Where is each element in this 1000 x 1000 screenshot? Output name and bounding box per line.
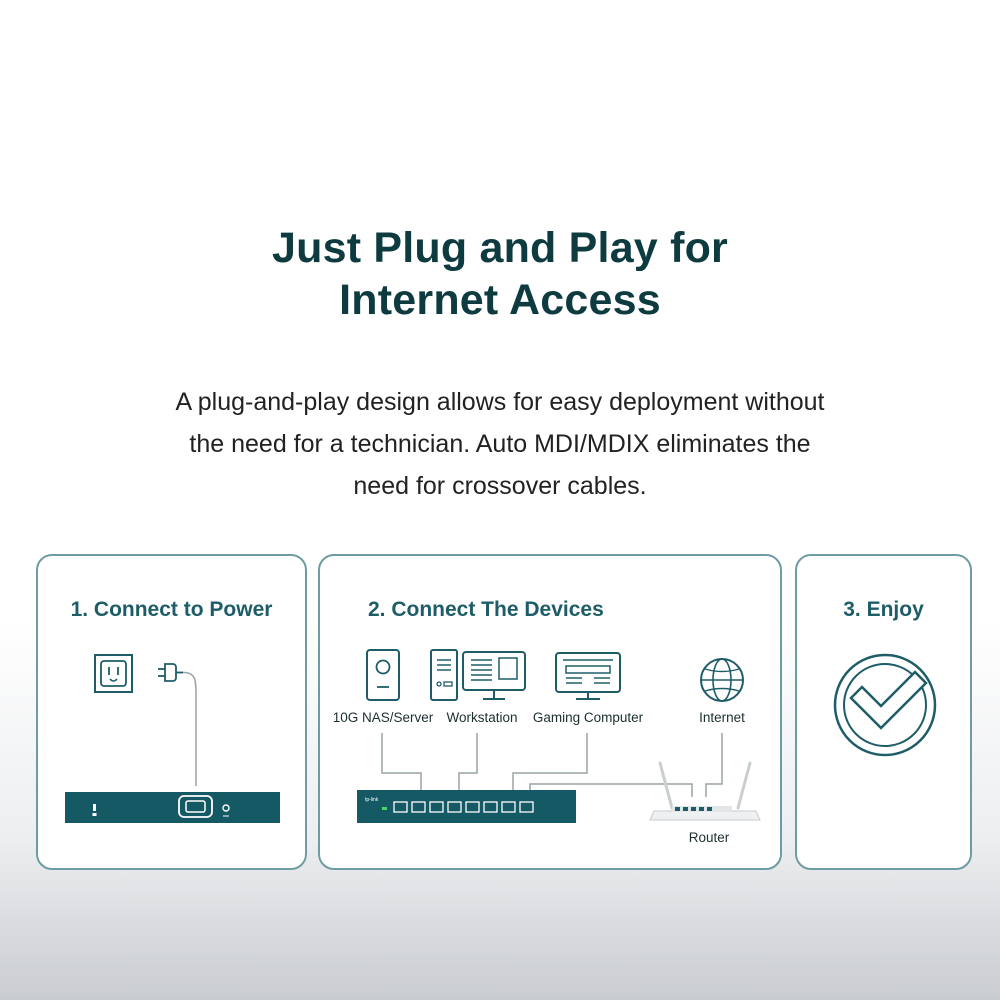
device-label-gaming-computer: Gaming Computer — [532, 710, 644, 725]
headline-line-2: Internet Access — [339, 276, 661, 324]
nas-server-icon — [366, 649, 400, 701]
description-line-3: need for crossover cables. — [353, 472, 647, 500]
router-icon — [649, 806, 761, 821]
globe-icon — [700, 658, 744, 702]
switch-rear-panel — [65, 792, 280, 823]
devices-illustration: tp-link — [357, 649, 761, 823]
power-cord — [182, 671, 197, 786]
router-label: Router — [688, 830, 730, 845]
gaming-computer-icon — [555, 652, 621, 700]
workstation-icon — [430, 649, 526, 701]
power-illustration — [65, 654, 280, 823]
step-1-title: 1. Connect to Power — [70, 598, 273, 621]
switch-ports — [393, 801, 534, 813]
step-connect-power-card: 1. Connect to Power — [36, 554, 307, 870]
step-2-title: 2. Connect The Devices — [368, 598, 604, 621]
ethernet-cables — [381, 733, 723, 797]
step-connect-devices-card: 2. Connect The Devices — [318, 554, 782, 870]
description-line-1: A plug-and-play design allows for easy d… — [175, 388, 825, 416]
headline-line-1: Just Plug and Play for — [272, 224, 728, 272]
wall-outlet-icon — [94, 654, 133, 693]
device-label-nas: 10G NAS/Server — [332, 710, 434, 725]
switch-brand: tp-link — [365, 797, 379, 803]
device-label-workstation: Workstation — [446, 710, 518, 725]
step-enjoy-card: 3. Enjoy — [795, 554, 972, 870]
step-3-title: 3. Enjoy — [843, 598, 924, 621]
description: A plug-and-play design allows for easy d… — [100, 381, 900, 507]
router-antennas — [658, 761, 752, 810]
device-label-internet: Internet — [699, 710, 745, 725]
description-line-2: the need for a technician. Auto MDI/MDIX… — [189, 430, 811, 458]
power-plug-icon — [158, 663, 183, 682]
checkmark-circle-icon — [833, 653, 937, 757]
headline: Just Plug and Play for Internet Access — [0, 222, 1000, 326]
network-switch: tp-link — [357, 790, 576, 823]
